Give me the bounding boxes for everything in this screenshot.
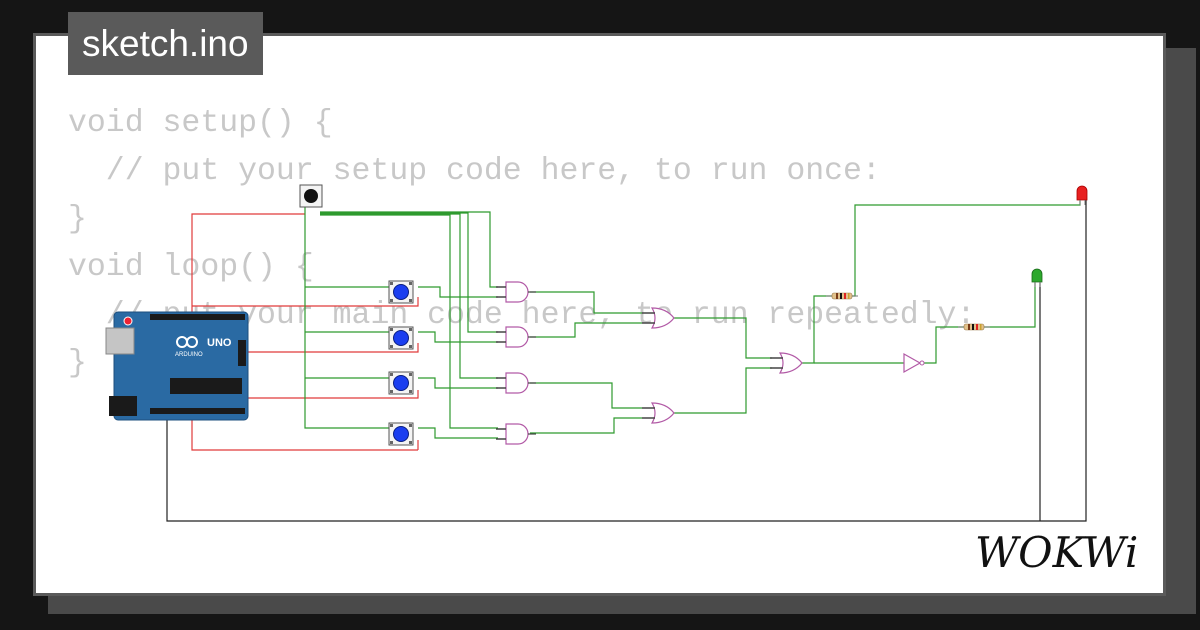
pushbutton-3[interactable] — [388, 371, 414, 395]
wokwi-logo: WOKWi — [975, 528, 1138, 577]
pushbutton-2[interactable] — [388, 326, 414, 350]
arduino-uno-board[interactable]: UNO ARDUINO — [105, 311, 249, 421]
code-line: void loop() { — [68, 250, 314, 285]
green-wires — [304, 198, 1081, 439]
resistor-green[interactable] — [957, 323, 991, 331]
board-brand: ARDUINO — [175, 352, 203, 358]
and-gate-2[interactable] — [495, 326, 537, 348]
or-gate-1[interactable] — [641, 307, 675, 329]
code-line: // put your setup code here, to run once… — [68, 154, 881, 189]
or-gate-3[interactable] — [769, 352, 803, 374]
and-gate-3[interactable] — [495, 372, 537, 394]
and-gate-4[interactable] — [495, 423, 537, 445]
led-red[interactable] — [1076, 185, 1088, 205]
board-label: UNO — [207, 337, 232, 349]
resistor-red[interactable] — [825, 292, 859, 300]
master-pushbutton[interactable] — [299, 184, 323, 208]
led-green[interactable] — [1031, 268, 1043, 287]
not-gate[interactable] — [903, 352, 925, 374]
or-gate-2[interactable] — [641, 402, 675, 424]
code-line: } — [68, 346, 87, 381]
pushbutton-1[interactable] — [388, 280, 414, 304]
code-line: void setup() { — [68, 106, 333, 141]
file-tab[interactable]: sketch.ino — [68, 12, 263, 75]
ground-wire — [166, 200, 1087, 522]
logo-text: WOKWi — [975, 528, 1138, 577]
code-line: } — [68, 202, 87, 237]
and-gate-1[interactable] — [495, 281, 537, 303]
pushbutton-4[interactable] — [388, 422, 414, 446]
